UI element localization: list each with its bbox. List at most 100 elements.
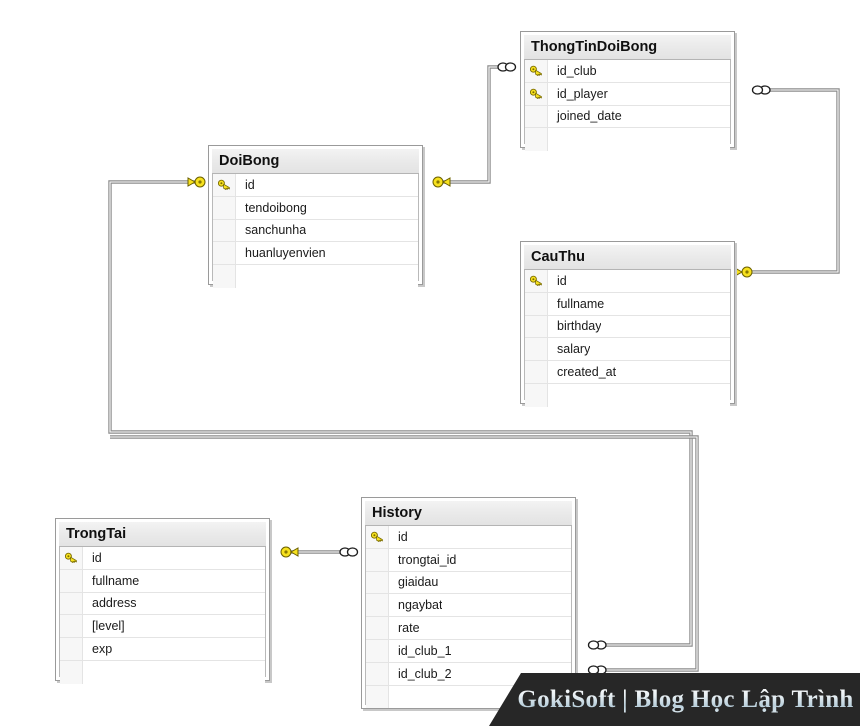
attribute-gutter (60, 615, 83, 638)
key-gutter (60, 547, 83, 569)
attribute-row[interactable]: exp (60, 638, 265, 661)
key-gutter (525, 270, 548, 292)
attribute-name: rate (398, 621, 420, 636)
attribute-name: fullname (92, 573, 140, 588)
key-gutter (525, 60, 548, 82)
watermark-banner: GokiSoft | Blog Học Lập Trình (489, 673, 860, 726)
attribute-grid: id_club id_player joined_date (524, 60, 731, 152)
attribute-row[interactable]: id (366, 526, 571, 549)
attribute-name: joined_date (557, 109, 622, 124)
entity-thongtindoibong[interactable]: ThongTinDoiBong id_club id_player joined_da… (520, 31, 735, 152)
attribute-grid: id tendoibong sanchunha huanluyenvien (212, 174, 419, 288)
attribute-gutter (366, 639, 389, 662)
attribute-gutter (366, 571, 389, 594)
attribute-row[interactable]: [level] (60, 615, 265, 639)
attribute-gutter (366, 662, 389, 685)
attribute-name: [level] (92, 619, 125, 634)
attribute-row-empty[interactable] (213, 265, 418, 288)
attribute-name: sanchunha (245, 223, 307, 238)
key-gutter (525, 82, 548, 105)
attribute-row[interactable]: id_club (525, 60, 730, 83)
primary-key-icon (370, 532, 383, 543)
primary-key-icon (529, 88, 542, 100)
attribute-row[interactable]: created_at (525, 361, 730, 384)
primary-key-icon (529, 276, 542, 287)
attribute-name: id_club_2 (398, 666, 452, 681)
watermark-text: GokiSoft | Blog Học Lập Trình (495, 686, 853, 714)
attribute-row[interactable]: fullname (60, 569, 265, 593)
key-gutter (366, 526, 389, 548)
entity-title-thongtindoibong: ThongTinDoiBong (524, 35, 731, 60)
attribute-name: id (398, 529, 408, 544)
attribute-row[interactable]: trongtai_id (366, 548, 571, 572)
attribute-row[interactable]: giaidau (366, 571, 571, 595)
attribute-name: huanluyenvien (245, 246, 326, 261)
attribute-name: id (92, 550, 102, 565)
key-gutter (213, 174, 236, 196)
attribute-name: exp (92, 642, 113, 657)
attribute-gutter (366, 594, 389, 617)
attribute-gutter (525, 338, 548, 361)
attribute-gutter (366, 548, 389, 571)
attribute-name: id_club (557, 63, 597, 78)
attribute-name: trongtai_id (398, 552, 457, 567)
attribute-name: fullname (557, 296, 605, 311)
primary-key-icon (217, 180, 230, 191)
attribute-gutter (60, 592, 83, 615)
attribute-row[interactable]: huanluyenvien (213, 242, 418, 266)
attribute-row[interactable]: tendoibong (213, 196, 418, 220)
attribute-name: birthday (557, 319, 602, 334)
relationship-cauthu-thongtindoibong (734, 85, 840, 278)
attribute-name: tendoibong (245, 200, 307, 215)
attribute-gutter (213, 265, 236, 288)
attribute-row[interactable]: id (525, 270, 730, 293)
attribute-row-empty[interactable] (525, 383, 730, 407)
entity-title-trongtai: TrongTai (59, 522, 266, 547)
attribute-gutter (525, 128, 548, 152)
entity-title-history: History (365, 501, 572, 526)
attribute-name: id (245, 177, 255, 192)
entity-inner: ThongTinDoiBong id_club id_player joined_da… (521, 32, 734, 152)
attribute-row-empty[interactable] (525, 128, 730, 152)
attribute-gutter (60, 638, 83, 660)
attribute-row[interactable]: joined_date (525, 105, 730, 129)
attribute-row[interactable]: id_club_1 (366, 639, 571, 663)
attribute-gutter (525, 315, 548, 338)
attribute-gutter (60, 660, 83, 684)
relationship-trongtai-history (280, 546, 359, 558)
attribute-name: address (92, 596, 137, 611)
attribute-gutter (213, 219, 236, 242)
entity-doibong[interactable]: DoiBong id tendoibong sanchunha huanluyenvie… (208, 145, 423, 288)
attribute-row[interactable]: id (213, 174, 418, 197)
attribute-grid: id fullname address [level] exp (59, 547, 266, 684)
attribute-gutter (525, 361, 548, 383)
attribute-name: salary (557, 342, 591, 357)
attribute-row[interactable]: id_player (525, 82, 730, 106)
attribute-row-empty[interactable] (60, 660, 265, 684)
attribute-gutter (525, 292, 548, 315)
attribute-row[interactable]: address (60, 592, 265, 616)
entity-trongtai[interactable]: TrongTai id fullname address [level] exp (55, 518, 270, 684)
attribute-gutter (60, 569, 83, 592)
entity-title-doibong: DoiBong (212, 149, 419, 174)
attribute-row[interactable]: sanchunha (213, 219, 418, 243)
attribute-row[interactable]: birthday (525, 315, 730, 339)
attribute-name: created_at (557, 365, 617, 380)
attribute-gutter (213, 242, 236, 265)
attribute-row[interactable]: fullname (525, 292, 730, 316)
attribute-row[interactable]: ngaybat (366, 594, 571, 618)
attribute-row[interactable]: id (60, 547, 265, 570)
attribute-row[interactable]: salary (525, 338, 730, 362)
relationship-doibong-thongtindoibong (432, 62, 517, 188)
attribute-gutter (366, 617, 389, 639)
attribute-gutter (213, 196, 236, 219)
attribute-name: id_club_1 (398, 643, 452, 658)
entity-inner: TrongTai id fullname address [level] exp (56, 519, 269, 684)
primary-key-icon (529, 66, 542, 77)
attribute-gutter (366, 685, 389, 709)
entity-inner: DoiBong id tendoibong sanchunha huanluyenvie… (209, 146, 422, 288)
attribute-row[interactable]: rate (366, 617, 571, 640)
